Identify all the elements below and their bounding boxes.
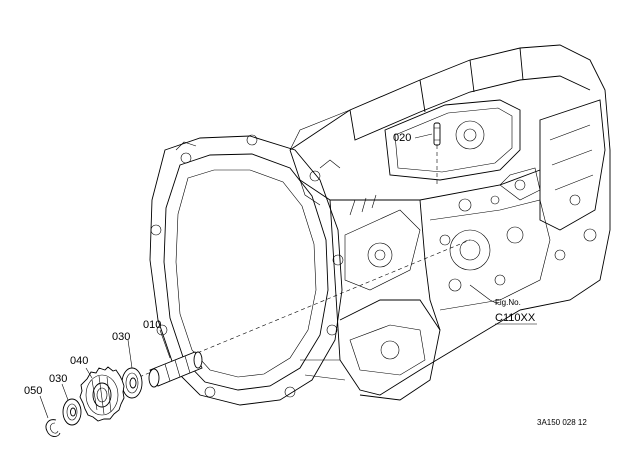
part-050-circlip [39,395,61,437]
transmission-housing [149,44,611,406]
part-040-gear [79,366,125,422]
callout-010: 010 [143,319,161,331]
part-030-bearing-lower [61,383,82,426]
part-010-shaft [148,329,203,388]
part-020-pin [414,122,441,185]
figure-label: Fig.No. [495,298,521,307]
callout-050: 050 [24,385,42,397]
callout-020: 020 [393,132,411,144]
callout-030-lower: 030 [49,373,67,385]
figure-number: C110XX [495,312,536,324]
callout-030-upper: 030 [112,331,130,343]
figure-leader-line [469,284,501,306]
callout-040: 040 [70,355,88,367]
part-030-bearing-upper [121,339,143,399]
drawing-code: 3A150 028 12 [537,418,587,427]
